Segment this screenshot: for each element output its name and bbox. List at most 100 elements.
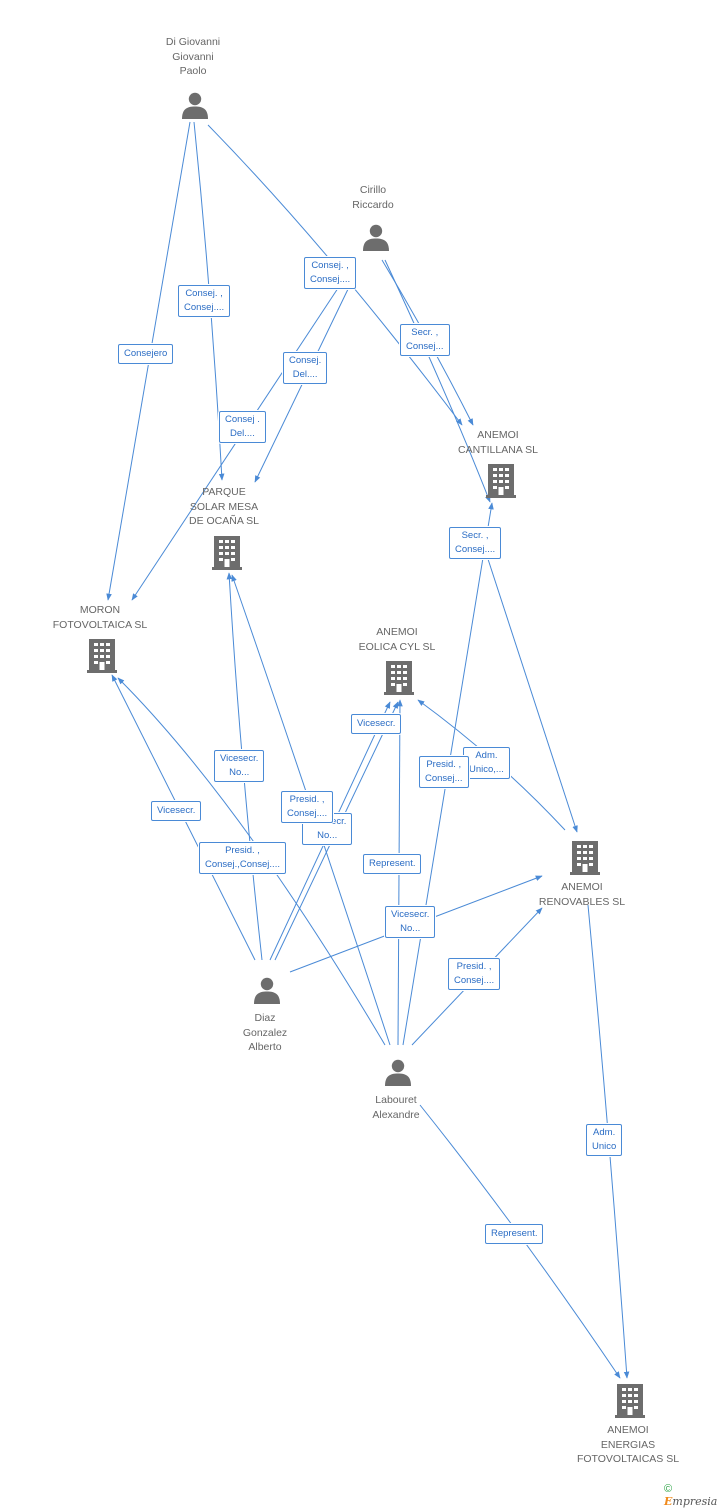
person-icon[interactable]: [182, 92, 208, 119]
relation-line: Consej....: [455, 544, 496, 555]
person-icon[interactable]: [363, 224, 389, 251]
label-line: Paolo: [179, 65, 207, 77]
label-line: EOLICA CYL SL: [358, 640, 436, 653]
node-label-parque[interactable]: PARQUE SOLAR MESA DE OCAÑA SL: [174, 485, 274, 529]
label-line: ANEMOI: [376, 626, 418, 638]
node-label-cantillana[interactable]: ANEMOI CANTILLANA SL: [443, 428, 553, 457]
relation-line: Vicesecr.: [157, 805, 196, 816]
relation-box[interactable]: Presid. , Consej....: [281, 791, 334, 823]
relation-line: Represent.: [369, 858, 416, 869]
relation-line: Unico: [592, 1141, 617, 1152]
relation-line: Consej....: [454, 975, 495, 986]
relation-line: No...: [400, 923, 421, 934]
node-label-labouret[interactable]: Labouret Alexandre: [346, 1093, 446, 1122]
label-line: Diaz: [254, 1012, 276, 1024]
relation-line: Consej....: [184, 302, 225, 313]
relation-line: Del....: [292, 369, 318, 380]
relation-box[interactable]: Consej. , Consej....: [304, 257, 357, 289]
label-line: CANTILLANA SL: [458, 443, 538, 456]
edge-labouret-moron: [117, 677, 386, 1046]
relation-box[interactable]: Represent.: [363, 854, 422, 874]
label-line: Di Giovanni: [165, 36, 221, 48]
building-icon[interactable]: [486, 464, 516, 498]
building-icon[interactable]: [615, 1384, 645, 1418]
edge-labouret-parque: [231, 574, 391, 1046]
node-label-energias[interactable]: ANEMOI ENERGIAS FOTOVOLTAICAS SL: [568, 1423, 688, 1467]
relation-box[interactable]: Presid. , Consej...: [419, 756, 469, 788]
relation-line: Secr. ,: [461, 530, 489, 541]
relation-line: Presid. ,: [426, 759, 462, 770]
person-icon[interactable]: [385, 1059, 411, 1086]
relation-box[interactable]: Vicesecr.: [351, 714, 402, 734]
relation-line: Vicesecr.: [357, 718, 396, 729]
relation-box[interactable]: Vicesecr. No...: [214, 750, 265, 782]
relation-line: No...: [317, 830, 338, 841]
label-line: SOLAR MESA: [189, 500, 259, 513]
relation-box[interactable]: Consej. , Consej....: [178, 285, 231, 317]
relation-box[interactable]: Consej. Del....: [283, 352, 328, 384]
node-label-eolica[interactable]: ANEMOI EOLICA CYL SL: [342, 625, 452, 654]
building-icon[interactable]: [212, 536, 242, 570]
relation-line: Adm.: [475, 750, 498, 761]
node-label-digiovanni[interactable]: Di Giovanni Giovanni Paolo: [143, 35, 243, 79]
edge-cirillo-eolica: [384, 259, 491, 503]
relation-box[interactable]: Vicesecr. No...: [385, 906, 436, 938]
person-icon[interactable]: [254, 977, 280, 1004]
relation-line: Del....: [230, 428, 255, 439]
building-icon[interactable]: [87, 639, 117, 673]
label-line: RENOVABLES SL: [538, 895, 626, 908]
relation-box[interactable]: Consejero: [118, 344, 174, 364]
label-line: Alberto: [248, 1041, 282, 1053]
relation-line: Consej.,Consej....: [205, 859, 280, 870]
label-line: ANEMOI: [561, 881, 603, 893]
label-line: Giovanni: [172, 50, 214, 63]
node-label-renovables[interactable]: ANEMOI RENOVABLES SL: [527, 880, 637, 909]
relation-box[interactable]: Consej . Del....: [219, 411, 266, 443]
relation-line: Unico,...: [469, 764, 504, 775]
label-line: Cirillo: [359, 184, 387, 196]
node-label-cirillo[interactable]: Cirillo Riccardo: [323, 183, 423, 212]
relation-line: Consej.: [289, 355, 322, 366]
relation-line: Vicesecr.: [391, 909, 430, 920]
label-line: ANEMOI: [607, 1424, 649, 1436]
brand-logo[interactable]: © Empresia: [664, 1482, 728, 1508]
label-line: Labouret: [375, 1094, 417, 1106]
relation-box[interactable]: Presid. , Consej.,Consej....: [199, 842, 286, 874]
relation-line: Presid. ,: [289, 794, 325, 805]
brand-name: mpresia: [672, 1495, 718, 1508]
label-line: Alexandre: [372, 1108, 420, 1121]
relation-line: Consej. ,: [311, 260, 349, 271]
relation-line: Represent.: [491, 1228, 538, 1239]
relation-box[interactable]: Adm. Unico: [586, 1124, 623, 1156]
label-line: ANEMOI: [477, 429, 519, 441]
relation-box[interactable]: Secr. , Consej....: [449, 527, 502, 559]
node-label-diaz[interactable]: Diaz Gonzalez Alberto: [215, 1011, 315, 1055]
edge-cantillana-renovables: [485, 552, 578, 833]
relation-line: Consej. ,: [185, 288, 223, 299]
relation-box[interactable]: Vicesecr.: [151, 801, 202, 821]
building-icon[interactable]: [570, 841, 600, 875]
label-line: ENERGIAS: [600, 1438, 656, 1451]
node-label-moron[interactable]: MORON FOTOVOLTAICA SL: [40, 603, 160, 632]
relation-line: Presid. ,: [225, 845, 260, 856]
relation-box[interactable]: Adm. Unico,...: [463, 747, 510, 779]
relation-line: No...: [229, 767, 250, 778]
relation-line: Secr. ,: [411, 327, 439, 338]
label-line: Gonzalez: [242, 1026, 288, 1039]
relation-box[interactable]: Secr. , Consej...: [400, 324, 450, 356]
copyright-symbol: ©: [664, 1483, 673, 1495]
relation-line: Consej....: [310, 274, 351, 285]
label-line: FOTOVOLTAICA SL: [52, 618, 148, 631]
label-line: Riccardo: [352, 198, 394, 211]
relation-line: Vicesecr.: [220, 753, 259, 764]
building-icon[interactable]: [384, 661, 414, 695]
relation-line: Consej .: [225, 414, 260, 425]
label-line: FOTOVOLTAICAS SL: [576, 1453, 680, 1465]
relation-line: Adm.: [593, 1127, 616, 1138]
relation-box[interactable]: Represent.: [485, 1224, 544, 1244]
relation-line: Consej....: [287, 808, 328, 819]
relation-line: Presid. ,: [456, 961, 492, 972]
label-line: MORON: [79, 604, 121, 616]
relation-box[interactable]: Presid. , Consej....: [448, 958, 501, 990]
